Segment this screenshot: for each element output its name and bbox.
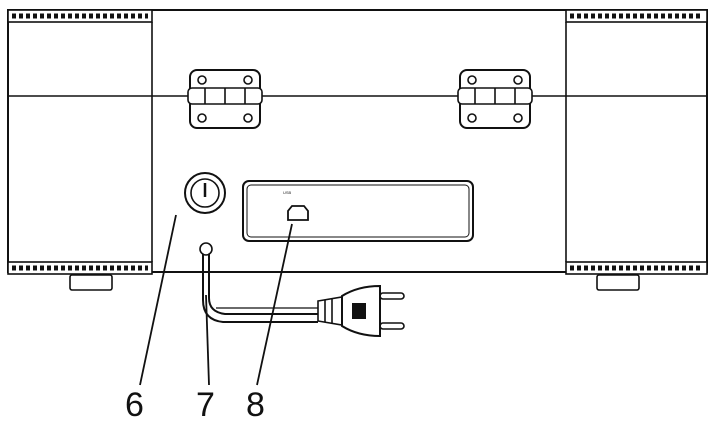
callout-number-8: 8 [246,386,265,424]
control-knob[interactable] [184,172,226,214]
usb-port-label: USB [283,190,292,195]
hinge-right [457,69,533,129]
usb-panel [242,180,474,242]
hinge-left [187,69,263,129]
power-cord [199,242,343,326]
leader-line-8 [256,223,293,386]
stitching-bottom-left [7,261,153,275]
stitching-top-right [565,9,708,23]
leader-line-6 [139,214,177,386]
left-foot [69,274,113,291]
callout-number-6: 6 [125,386,144,424]
usb-port[interactable] [287,205,309,221]
power-plug [341,284,405,338]
stitching-bottom-right [565,261,708,275]
case-body [7,9,708,273]
right-foot [596,274,640,291]
leader-line-7 [205,294,210,386]
stitching-top-left [7,9,153,23]
callout-number-7: 7 [196,386,215,424]
